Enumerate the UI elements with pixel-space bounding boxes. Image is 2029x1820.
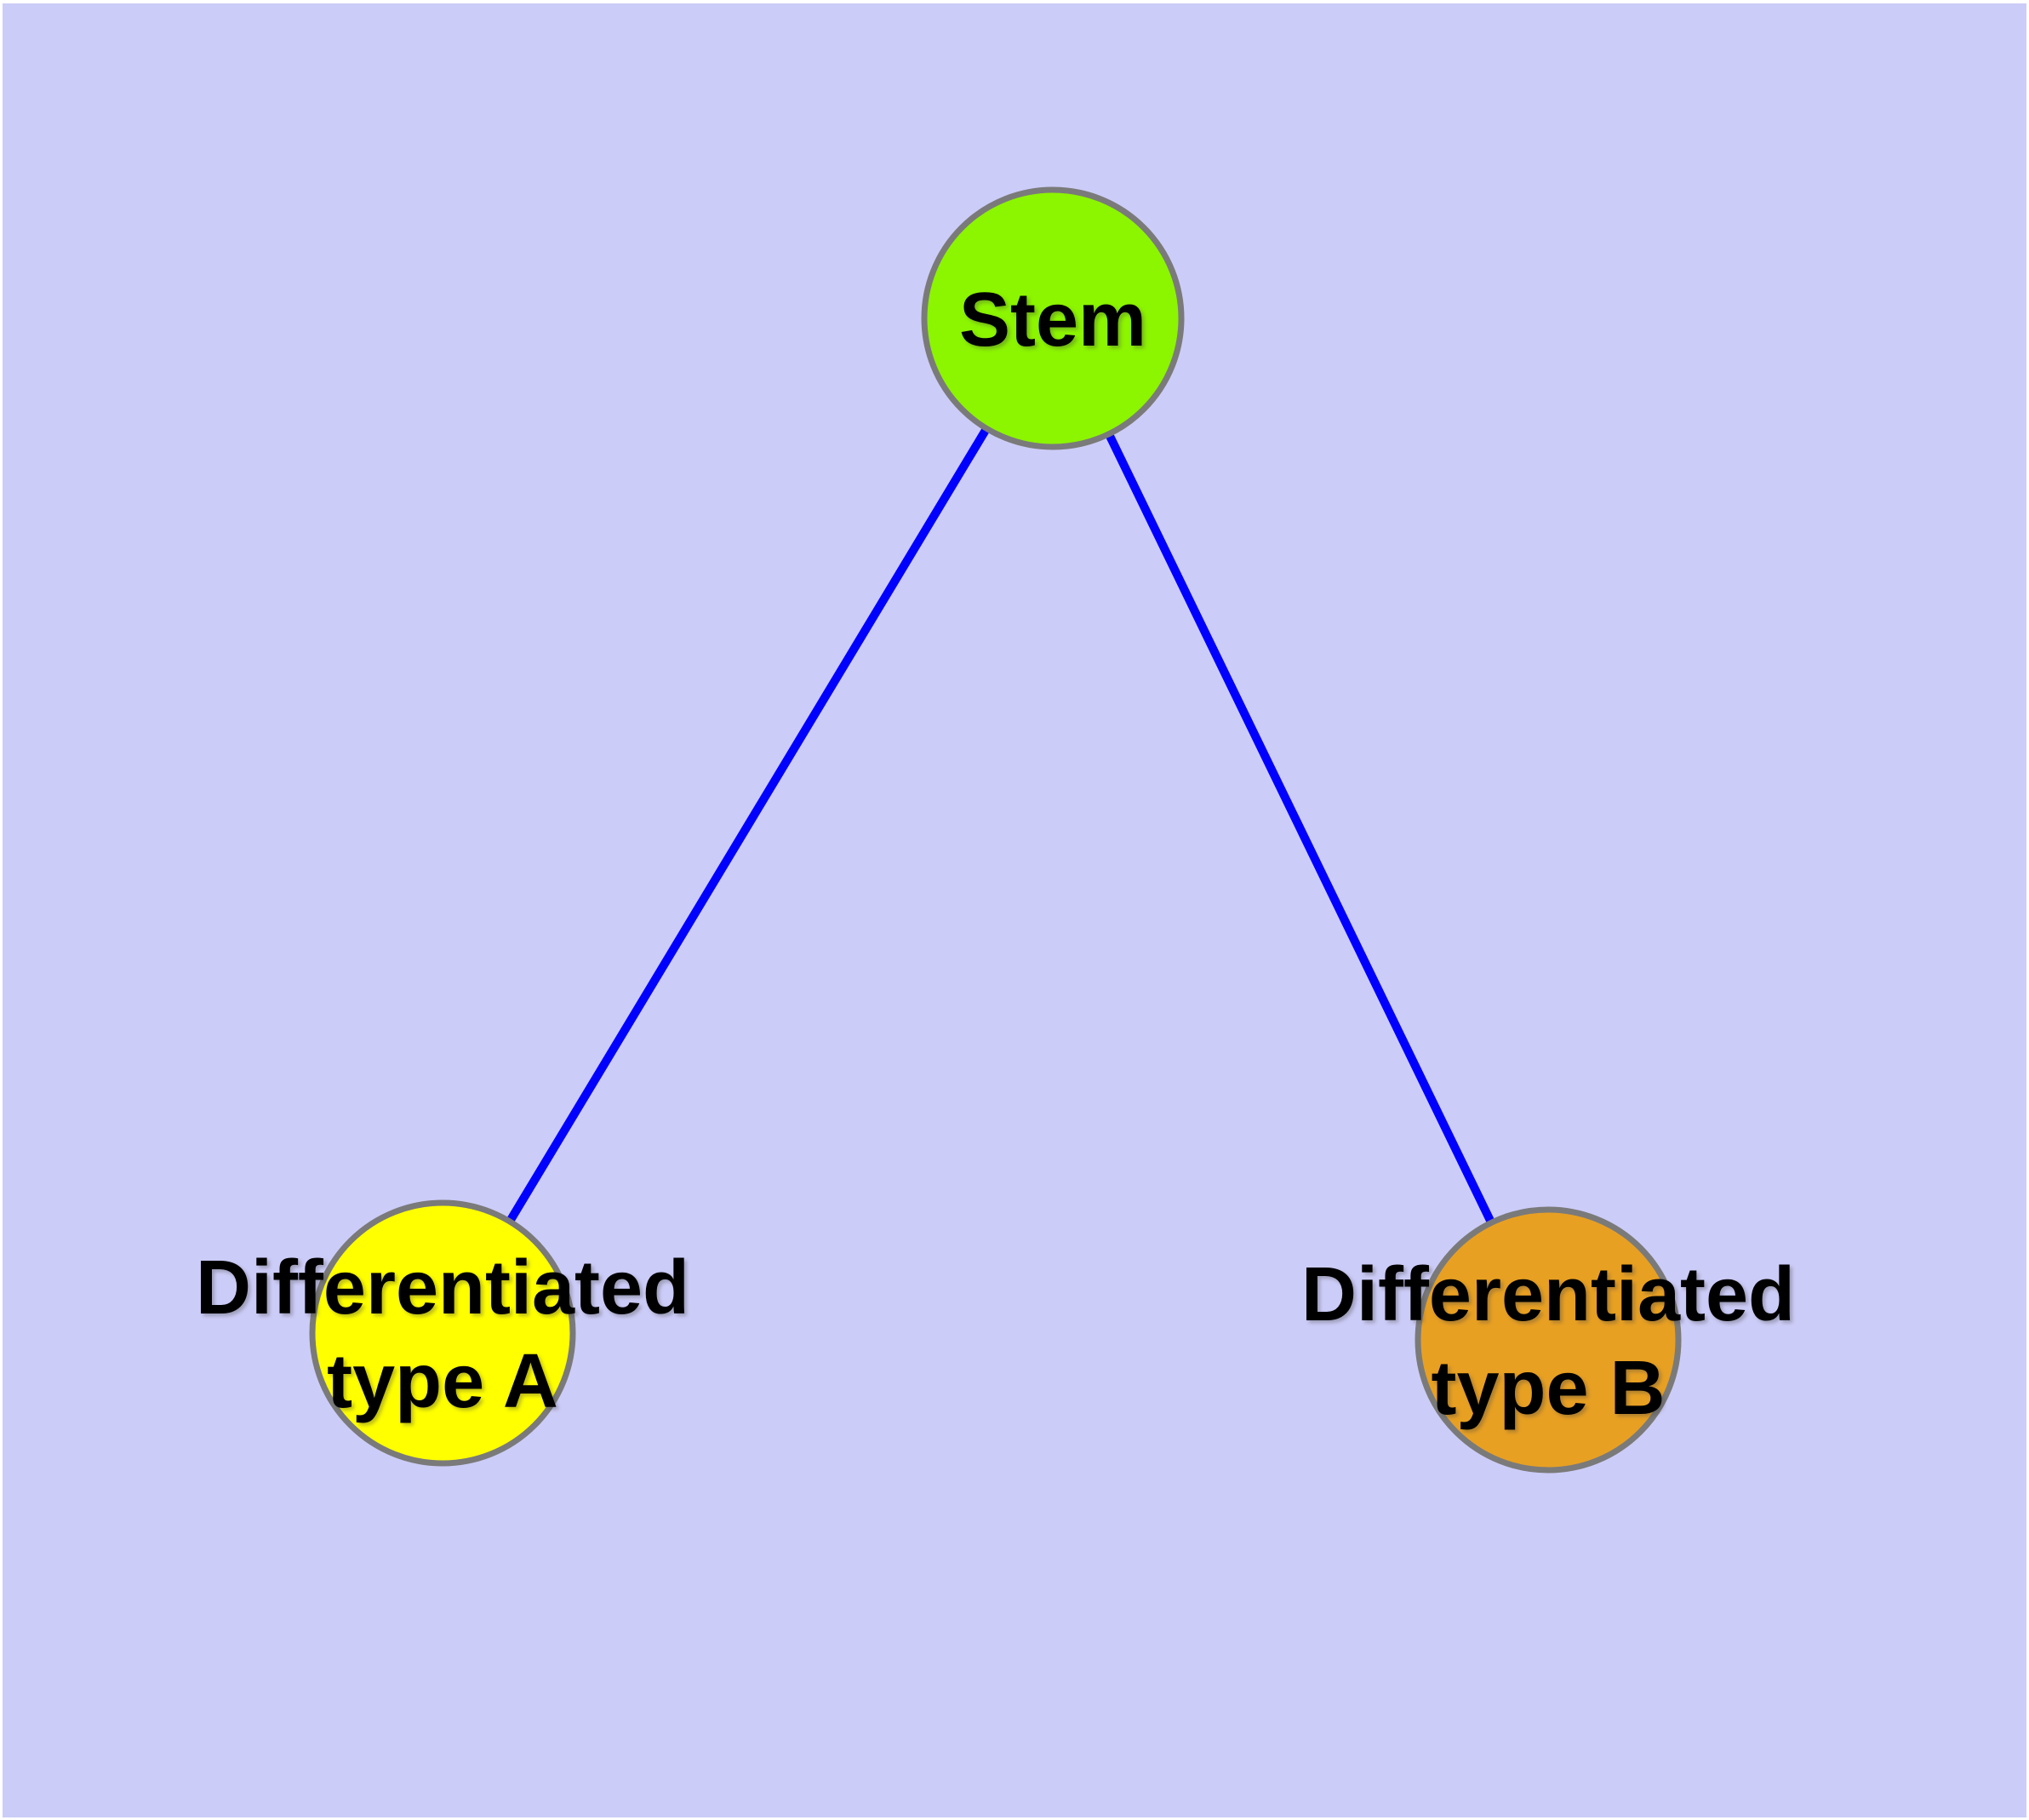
node-label-line: type B (1431, 1346, 1665, 1431)
edge-stem-to-differentiated-type-b (1049, 316, 1552, 1342)
edge-stem-to-differentiated-type-a (438, 316, 1057, 1336)
node-label-line: Differentiated (196, 1245, 689, 1331)
node-circle-stem (921, 186, 1185, 450)
node-label-line: type A (327, 1339, 558, 1424)
node-label-line: Differentiated (1301, 1252, 1795, 1337)
node-label-differentiated-type-b: Differentiated type B (1301, 1252, 1795, 1431)
node-circle-differentiated-type-a (309, 1199, 576, 1467)
node-circle-differentiated-type-b (1415, 1206, 1682, 1474)
node-label-stem: Stem (959, 278, 1146, 363)
node-label-line: Stem (959, 278, 1146, 363)
